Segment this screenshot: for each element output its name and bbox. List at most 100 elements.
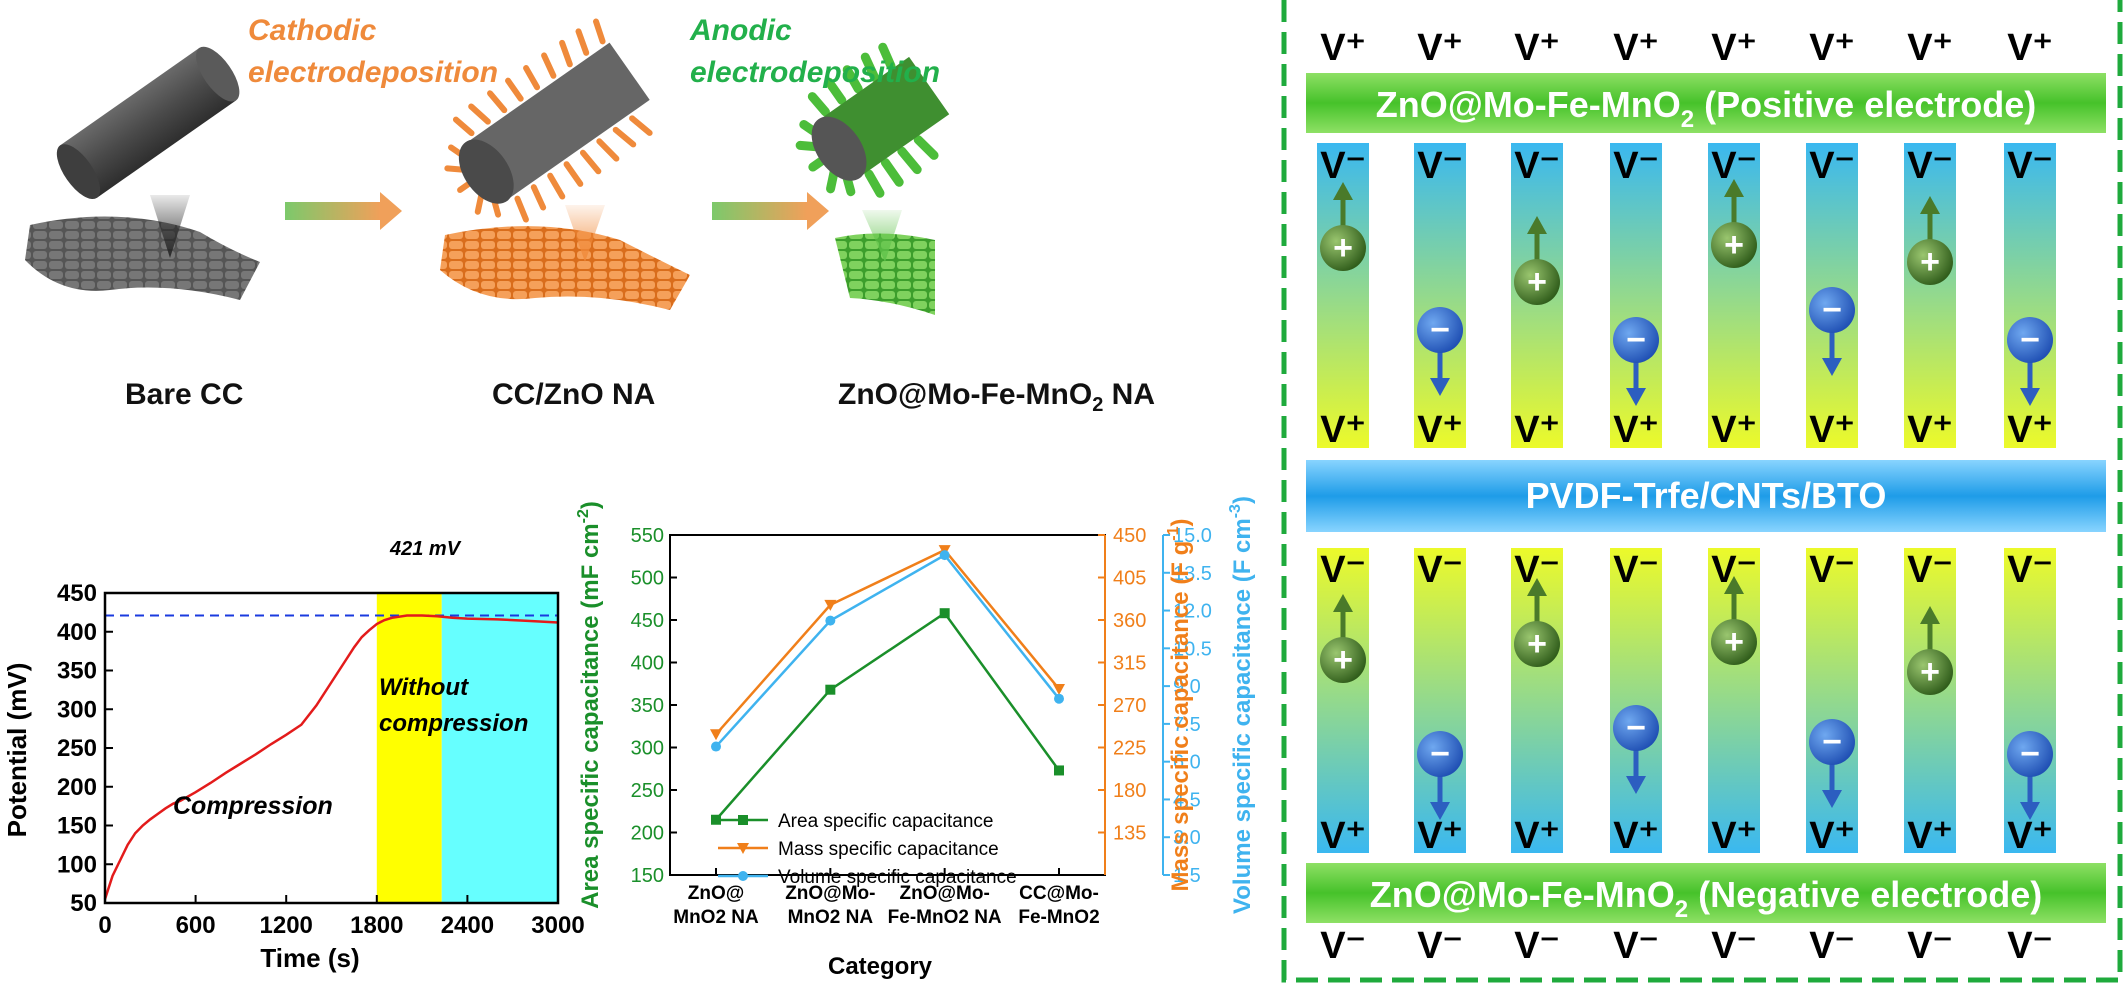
potential-ylabel: Potential (mV): [2, 663, 32, 838]
positive-charge-icon: +: [1907, 196, 1953, 285]
label-vplus-top: V⁺: [1809, 27, 1854, 69]
cap-xtick-label: ZnO@Mo-: [785, 883, 875, 904]
cap-right1-tick-label: 360: [1113, 610, 1146, 632]
legend-marker-mass: [737, 843, 749, 854]
potential-xtick-label: 3000: [531, 912, 584, 939]
potential-ytick-label: 300: [57, 696, 97, 723]
cap-left-tick-label: 150: [631, 865, 664, 887]
label-vplus-lower-bottom: V⁺: [1417, 815, 1462, 857]
positive-electrode-sub: 2: [1681, 106, 1694, 133]
negative-charge-icon: −: [1809, 719, 1855, 808]
step-label-zno-mofemno2-sub: 2: [1092, 394, 1104, 416]
region-compression: [105, 593, 377, 903]
label-vminus-upper: V⁻: [1320, 145, 1365, 187]
region-without-compression-yellow: [376, 593, 442, 903]
label-vplus-lower-bottom: V⁺: [2007, 815, 2052, 857]
region-without-compression-cyan: [441, 593, 558, 903]
negative-electrode-tail: (Negative electrode): [1688, 874, 2042, 915]
svg-text:+: +: [1920, 243, 1940, 281]
cap-right2-tick-label: 3.0: [1173, 827, 1201, 849]
potential-xtick-label: 1200: [260, 912, 313, 939]
upper-strip: [1904, 143, 1956, 448]
positive-electrode-label: ZnO@Mo-Fe-MnO2 (Positive electrode): [1376, 84, 2037, 133]
label-vplus-upper-bottom: V⁺: [2007, 409, 2052, 451]
volume-series-point: [1054, 693, 1064, 704]
step-label-zno-mofemno2: ZnO@Mo-Fe-MnO2 NA: [838, 378, 1155, 417]
svg-text:+: +: [1333, 641, 1353, 679]
label-vplus-top: V⁺: [1711, 27, 1756, 69]
label-vminus-upper: V⁻: [1613, 145, 1658, 187]
label-vminus-bottom: V⁻: [1320, 925, 1365, 967]
cap-xtick-label: CC@Mo-: [1019, 883, 1099, 904]
without-compression-label-line2: compression: [379, 710, 528, 737]
cap-left-tick-label: 400: [631, 653, 664, 675]
label-vminus-bottom: V⁻: [1417, 925, 1462, 967]
area-series-point: [1054, 765, 1064, 776]
capacitance-ylabel-right2: Volume specific capacitance (F cm-3): [1227, 496, 1256, 914]
negative-electrode-sub: 2: [1675, 896, 1688, 923]
potential-ytick-label: 50: [70, 890, 97, 917]
positive-charge-icon: +: [1320, 182, 1366, 271]
potential-ytick-label: 150: [57, 813, 97, 840]
capacitance-ylabel-right1: Mass specific capacitance (F g-1): [1165, 518, 1194, 891]
label-vplus-top: V⁺: [1514, 27, 1559, 69]
negative-electrode-label: ZnO@Mo-Fe-MnO2 (Negative electrode): [1370, 874, 2043, 923]
potential-ytick-label: 100: [57, 851, 97, 878]
label-vminus-upper: V⁻: [2007, 145, 2052, 187]
cap-xtick-label: Fe-MnO2: [1018, 907, 1099, 928]
negative-charge-icon: −: [2007, 317, 2053, 406]
label-vplus-upper-bottom: V⁺: [1613, 409, 1658, 451]
cap-right2-tick-label: 12.0: [1173, 601, 1212, 623]
cap-right1-tick-label: 405: [1113, 568, 1146, 590]
without-compression-label-line1: Without: [379, 674, 469, 701]
label-vminus-bottom: V⁻: [1514, 925, 1559, 967]
potential-ytick-label: 200: [57, 774, 97, 801]
step-label-zno-mofemno2-main: ZnO@Mo-Fe-MnO: [838, 378, 1093, 411]
svg-text:+: +: [1920, 653, 1940, 691]
lower-strip: [1610, 548, 1662, 853]
negative-electrode-main: ZnO@Mo-Fe-MnO: [1370, 874, 1675, 915]
bare-cc-illustration: [25, 46, 260, 300]
label-vminus-bottom: V⁻: [1907, 925, 1952, 967]
negative-charge-icon: −: [1613, 705, 1659, 794]
area-series-point: [939, 608, 950, 619]
step-label-cc-zno: CC/ZnO NA: [492, 378, 656, 411]
positive-charge-icon: +: [1711, 576, 1757, 665]
cap-right1-tick-label: 180: [1113, 780, 1146, 802]
anodic-label-line1: Anodic: [690, 14, 792, 47]
label-vplus-top: V⁺: [1320, 27, 1365, 69]
negative-charge-icon: −: [2007, 731, 2053, 820]
cc-zno-illustration: [440, 18, 690, 310]
label-vminus-lower-top: V⁻: [1907, 549, 1952, 591]
label-vminus-lower-top: V⁻: [1417, 549, 1462, 591]
label-vplus-upper-bottom: V⁺: [1514, 409, 1559, 451]
label-vminus-lower-top: V⁻: [1613, 549, 1658, 591]
cathodic-label: Cathodic electrodeposition: [248, 10, 498, 94]
label-vplus-top: V⁺: [1907, 27, 1952, 69]
mass-series-point: [710, 729, 722, 741]
potential-curve: [103, 614, 559, 900]
cap-left-tick-label: 450: [631, 610, 664, 632]
svg-text:−: −: [1626, 321, 1646, 359]
cap-right2-tick-label: 7.5: [1173, 714, 1201, 736]
cathodic-label-line2: electrodeposition: [248, 56, 499, 89]
separator-bar: [1306, 460, 2106, 532]
label-vplus-upper-bottom: V⁺: [1417, 409, 1462, 451]
cap-xtick-label: ZnO@Mo-: [900, 883, 990, 904]
lower-strip: [1317, 548, 1369, 853]
cap-left-tick-label: 250: [631, 780, 664, 802]
cap-right1-tick-label: 450: [1113, 525, 1146, 547]
svg-text:−: −: [1430, 311, 1450, 349]
positive-electrode-tail: (Positive electrode): [1694, 84, 2036, 125]
potential-xtick-label: 600: [176, 912, 216, 939]
cap-right1-tick-label: 135: [1113, 823, 1146, 845]
separator-label: PVDF-Trfe/CNTs/BTO: [1526, 475, 1887, 516]
upper-strip: [1414, 143, 1466, 448]
cap-xtick-label: MnO2 NA: [673, 907, 759, 928]
negative-charge-icon: −: [1613, 317, 1659, 406]
ylabel-right2-sup: -3: [1227, 504, 1244, 518]
device-schematic: V⁺ V⁻ V⁺ V⁻ V⁺ V⁻ V⁺ V⁻ V⁺ V⁻ V⁺ V⁻ V⁺ V⁻ V⁺ V⁻ V⁺ V⁻ V⁺ V⁻…: [1281, 0, 2123, 983]
potential-xtick-label: 1800: [350, 912, 403, 939]
synthesis-panel: Cathodic electrodeposition Anodic electr…: [0, 0, 1155, 420]
label-vminus-lower-top: V⁻: [2007, 549, 2052, 591]
